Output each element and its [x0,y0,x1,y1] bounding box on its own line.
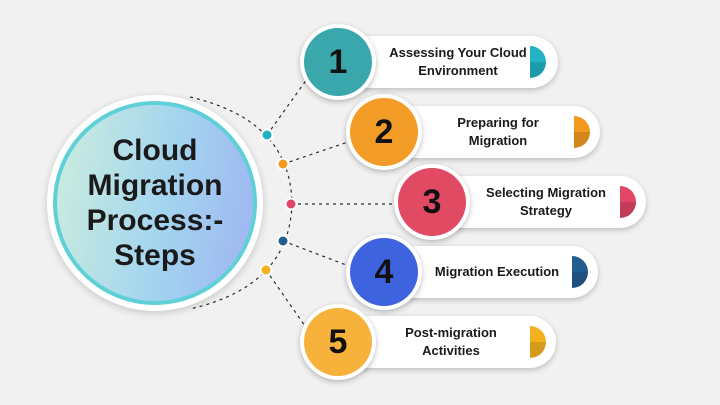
connector-line-4 [282,240,355,269]
step-4-label: Migration Execution [434,264,560,279]
connector-dot-1 [260,128,274,142]
step-1-cap [530,46,546,78]
connector-dot-2 [276,157,290,171]
step-1-number: 1 [304,28,372,96]
center-title: Cloud Migration Process:- Steps [70,133,240,273]
step-3-cap [620,186,636,218]
step-4-cap [572,256,588,288]
step-4-number: 4 [350,238,418,306]
center-title-line-4: Steps [114,239,196,272]
step-5-number: 5 [304,308,372,376]
center-title-line-2: Migration [87,169,223,202]
center-title-line-1: Cloud [112,134,198,167]
step-2-number: 2 [350,98,418,166]
connector-arc [189,96,293,310]
connector-line-2 [282,139,355,165]
step-5-cap [530,326,546,358]
center-title-line-3: Process:- [86,204,224,237]
connector-dot-3 [284,197,298,211]
connector-dot-4 [276,234,290,248]
connector-line-1 [266,71,313,136]
center-circle: Cloud Migration Process:- Steps [53,101,257,305]
step-2-cap [574,116,590,148]
connector-dot-5 [259,263,273,277]
step-3-number: 3 [398,168,466,236]
